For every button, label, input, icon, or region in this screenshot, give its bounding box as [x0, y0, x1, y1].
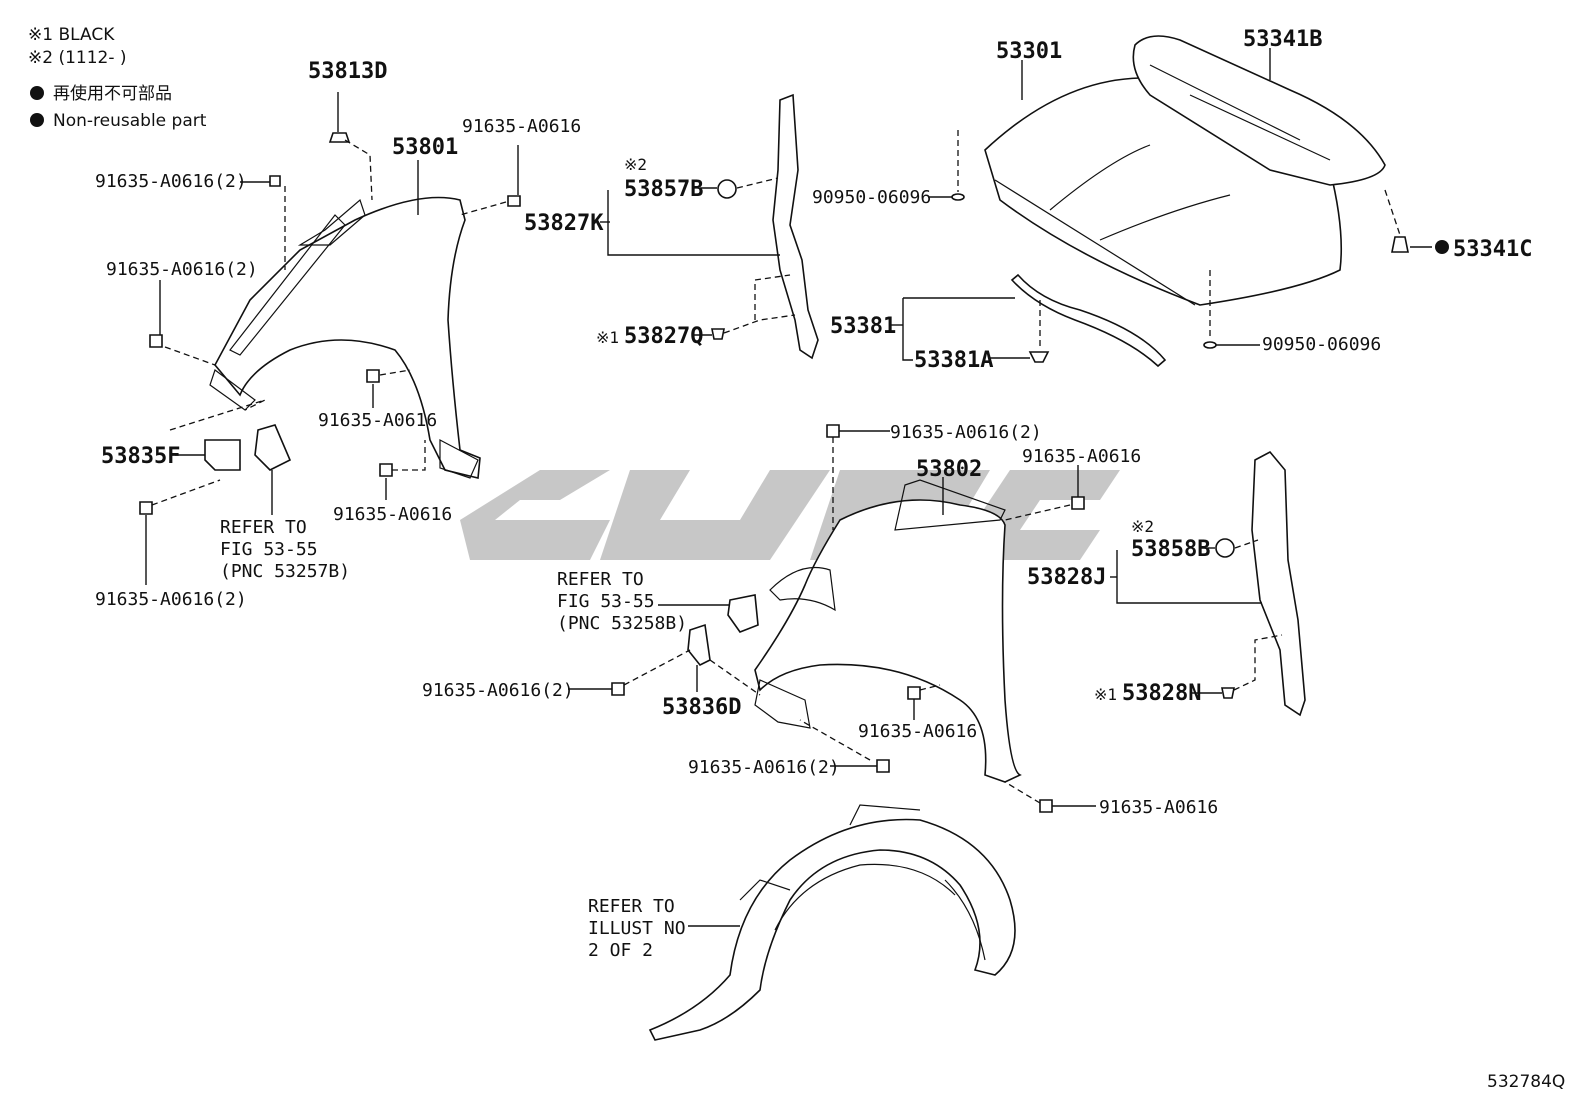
seal-53381-shape [1010, 273, 1167, 368]
refer-note-line: REFER TO [220, 517, 307, 538]
bracket-ref-shape [254, 424, 292, 471]
seal-53828J-assembly [1110, 450, 1306, 717]
bolt-icon [876, 759, 890, 773]
part-number-53836D: 53836D [662, 695, 741, 720]
clip-icon [711, 328, 725, 340]
legend-bullet-jp: 再使用不可部品 [53, 83, 172, 104]
refer-note-line: (PNC 53258B) [557, 613, 687, 634]
note-1-marker: ※1 [1094, 685, 1117, 704]
clip-icon [717, 179, 737, 199]
seal-53827K-shape [772, 93, 819, 360]
part-number-91635-qty2: 91635-A0616(2) [95, 171, 247, 192]
bolt-icon [149, 334, 163, 348]
bolt-icon [611, 682, 625, 696]
watermark-logo [460, 470, 1120, 560]
part-number-53301: 53301 [996, 39, 1062, 64]
part-number-53813D: 53813D [308, 59, 387, 84]
bolt-icon [507, 195, 521, 207]
part-number-91635: 91635-A0616 [858, 721, 977, 742]
part-number-90950: 90950-06096 [812, 187, 931, 208]
right-fender-assembly [568, 424, 1096, 813]
left-fender-assembly [139, 92, 521, 585]
hood-assembly [890, 35, 1432, 368]
bolt-icon [379, 463, 393, 477]
legend-bullet-en: Non-reusable part [53, 111, 207, 131]
clip-icon [1221, 687, 1235, 699]
legend-note-2: ※2 (1112- ) [28, 48, 127, 68]
part-number-53381: 53381 [830, 314, 896, 339]
part-number-53828J: 53828J [1027, 565, 1106, 590]
part-number-53802: 53802 [916, 457, 982, 482]
refer-note-line: FIG 53-55 [220, 539, 318, 560]
bullet-icon [30, 86, 44, 100]
part-number-53341C: 53341C [1453, 237, 1532, 262]
bullet-icon [1435, 240, 1449, 254]
part-number-91635: 91635-A0616 [1099, 797, 1218, 818]
bolt-icon [1039, 799, 1053, 813]
fender-53801-shape [214, 196, 481, 479]
part-number-53828N: 53828N [1122, 681, 1201, 706]
bolt-icon [269, 175, 281, 187]
refer-note-line: REFER TO [557, 569, 644, 590]
part-number-53835F: 53835F [101, 444, 180, 469]
bracket-53835F-shape [204, 439, 241, 471]
bolt-icon [366, 369, 380, 383]
cushion-icon [1203, 341, 1217, 349]
part-number-91635-qty2: 91635-A0616(2) [688, 757, 840, 778]
seal-53827K-assembly [600, 93, 819, 360]
refer-note-line: 2 OF 2 [588, 940, 653, 961]
part-number-53858B: 53858B [1131, 537, 1210, 562]
cushion-icon [951, 193, 965, 201]
part-number-53857B: 53857B [624, 177, 703, 202]
part-number-91635-qty2: 91635-A0616(2) [95, 589, 247, 610]
part-number-91635: 91635-A0616 [318, 410, 437, 431]
bolt-icon [139, 501, 153, 515]
figure-code: 532784Q [1487, 1072, 1565, 1092]
fender-liner-assembly [648, 804, 1016, 1041]
fender-53802-shape [754, 499, 1022, 783]
part-number-53827K: 53827K [524, 211, 604, 236]
note-1-marker: ※1 [596, 328, 619, 347]
part-number-91635-qty2: 91635-A0616(2) [890, 422, 1042, 443]
part-number-91635-qty2: 91635-A0616(2) [106, 259, 258, 280]
refer-note-line: FIG 53-55 [557, 591, 655, 612]
note-2-marker: ※2 [624, 155, 647, 174]
seal-53828J-shape [1251, 450, 1306, 717]
hood-insulator-53341B-shape [1132, 35, 1386, 186]
part-number-53341B: 53341B [1243, 27, 1322, 52]
refer-note-line: REFER TO [588, 896, 675, 917]
part-number-53827Q: 53827Q [624, 324, 703, 349]
legend: ※1 BLACK ※2 (1112- ) 再使用不可部品 Non-reusabl… [28, 25, 207, 131]
clip-icon [1215, 538, 1235, 558]
bolt-icon [826, 424, 840, 438]
part-number-91635: 91635-A0616 [1022, 446, 1141, 467]
part-number-91635: 91635-A0616 [333, 504, 452, 525]
part-number-53801: 53801 [392, 135, 458, 160]
legend-note-1: ※1 BLACK [28, 25, 115, 45]
bolt-icon [907, 686, 921, 700]
fender-liner-shape [648, 818, 1016, 1041]
refer-note-line: ILLUST NO [588, 918, 686, 939]
bullet-icon [30, 113, 44, 127]
bracket-53836D-shape [687, 623, 711, 667]
part-number-90950: 90950-06096 [1262, 334, 1381, 355]
bracket-ref-shape [727, 594, 759, 633]
clip-icon [1391, 236, 1409, 253]
refer-note-line: (PNC 53257B) [220, 561, 350, 582]
bolt-icon [1071, 496, 1085, 510]
part-number-91635: 91635-A0616 [462, 116, 581, 137]
part-number-53381A: 53381A [914, 348, 993, 373]
note-2-marker: ※2 [1131, 517, 1154, 536]
part-number-91635-qty2: 91635-A0616(2) [422, 680, 574, 701]
clip-icon [1028, 351, 1050, 363]
